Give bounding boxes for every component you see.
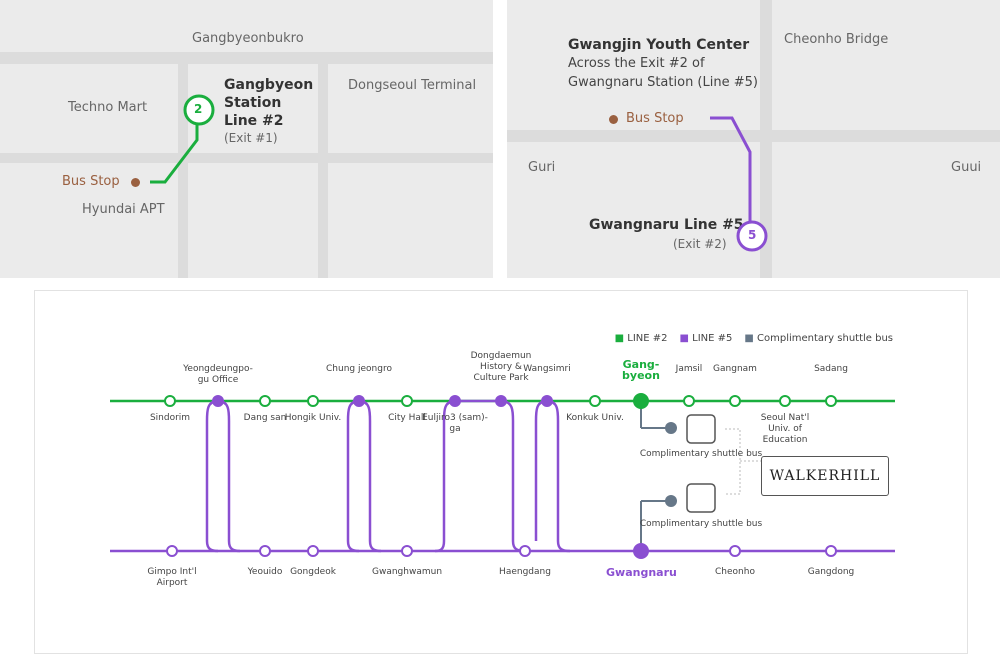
map-gangbyeon: Gangbyeonbukro Techno Mart Dongseoul Ter…: [0, 0, 493, 278]
station-marker: [825, 395, 837, 407]
station-marker: [212, 395, 224, 407]
bus-icon: [686, 483, 716, 513]
station-line: Line #2: [224, 113, 284, 129]
station-label: Seoul Nat'l Univ. of Education: [760, 413, 810, 445]
road: [178, 60, 188, 278]
station-label: Gongdeok: [290, 567, 336, 577]
station-marker: [307, 545, 319, 557]
station-label: Sadang: [814, 364, 848, 374]
road: [318, 60, 328, 278]
legend-shuttle: ■ Complimentary shuttle bus: [744, 333, 893, 344]
bus-stop-label: Bus Stop: [62, 174, 120, 189]
legend: ■ LINE #2 ■ LINE #5 ■ Complimentary shut…: [615, 333, 893, 344]
walk-route: [150, 94, 215, 184]
station-label: Haengdang: [499, 567, 551, 577]
station-label: Wangsimri: [523, 364, 571, 374]
station-label: Gangnam: [713, 364, 757, 374]
bus-stop-dot: [609, 115, 618, 124]
station-marker: [519, 545, 531, 557]
station-marker: [633, 393, 649, 409]
station-label: Yeongdeungpo-gu Office: [183, 364, 253, 385]
route-lines: [110, 393, 895, 559]
station-marker: [589, 395, 601, 407]
legend-label: Complimentary shuttle bus: [757, 333, 893, 344]
place-label: Techno Mart: [68, 100, 148, 115]
station-marker: [825, 545, 837, 557]
station-marker: [164, 395, 176, 407]
place-label: Cheonho Bridge: [784, 32, 889, 47]
station-label: Euljiro3 (sam)-ga: [422, 413, 488, 434]
bus-stop-dot: [131, 178, 140, 187]
legend-label: LINE #5: [692, 333, 733, 344]
station-label: Dongdaemun History & Culture Park: [470, 351, 532, 383]
road: [0, 52, 493, 64]
bus-stop-label: Bus Stop: [626, 111, 684, 126]
bus-icon: [686, 414, 716, 444]
station-marker: [353, 395, 365, 407]
map-gwangnaru: Gwangjin Youth Center Across the Exit #2…: [507, 0, 1000, 278]
station-name-2: Station: [224, 95, 282, 111]
road: [507, 130, 1000, 142]
station-label: Gwanghwamun: [372, 567, 443, 577]
place-label: Guri: [528, 160, 556, 175]
walkerhill-logo: WALKERHILL: [761, 456, 889, 496]
subway-route-map: ■ LINE #2 ■ LINE #5 ■ Complimentary shut…: [34, 290, 968, 654]
station-marker: [166, 545, 178, 557]
line5-badge: 5: [748, 228, 757, 242]
place-label: Guui: [951, 160, 982, 175]
station-marker: [729, 395, 741, 407]
station-label: Cheonho: [715, 567, 755, 577]
station-label: Yeouido: [247, 567, 283, 577]
station-marker: [259, 395, 271, 407]
walk-route: [710, 116, 768, 252]
station-marker: [683, 395, 695, 407]
station-label: Gimpo Int'l Airport: [147, 567, 197, 588]
station-marker: [401, 395, 413, 407]
legend-line5: ■ LINE #5: [679, 333, 733, 344]
station-label: Dang san: [243, 413, 287, 423]
station-marker: [729, 545, 741, 557]
place-label: Dongseoul Terminal: [348, 78, 477, 93]
station-marker: [541, 395, 553, 407]
station-label: Gang-byeon: [622, 358, 660, 382]
station-name: Gwangnaru Line #5: [589, 217, 744, 233]
station-marker: [495, 395, 507, 407]
station-label: Jamsil: [675, 364, 703, 374]
station-label: City Hall: [388, 413, 426, 423]
destination-line1: Across the Exit #2 of: [568, 56, 705, 71]
road: [760, 0, 772, 278]
station-name: Gangbyeon Station Line #2: [224, 76, 313, 130]
legend-label: LINE #2: [627, 333, 668, 344]
station-label: Gangdong: [807, 567, 855, 577]
station-name-1: Gangbyeon: [224, 77, 314, 93]
destination-line2: Gwangnaru Station (Line #5): [568, 75, 758, 90]
place-label: Hyundai APT: [82, 202, 165, 217]
exit-label: (Exit #2): [673, 237, 727, 251]
station-marker: [633, 543, 649, 559]
legend-line2: ■ LINE #2: [614, 333, 668, 344]
destination-title: Gwangjin Youth Center: [568, 37, 750, 53]
station-label: Hongik Univ.: [284, 413, 342, 423]
shuttle-label: Complimentary shuttle bus: [639, 519, 763, 529]
station-marker: [779, 395, 791, 407]
road: [0, 153, 493, 163]
shuttle-label: Complimentary shuttle bus: [639, 449, 763, 459]
road-label: Gangbyeonbukro: [192, 31, 304, 46]
station-label: Sindorim: [149, 413, 191, 423]
station-label: Konkuk Univ.: [566, 413, 624, 423]
line2-badge: 2: [194, 102, 203, 116]
exit-label: (Exit #1): [224, 131, 278, 145]
station-label: Chung jeongro: [326, 364, 392, 374]
station-marker: [449, 395, 461, 407]
station-marker: [401, 545, 413, 557]
station-label: Gwangnaru: [606, 566, 677, 579]
station-marker: [259, 545, 271, 557]
station-marker: [307, 395, 319, 407]
